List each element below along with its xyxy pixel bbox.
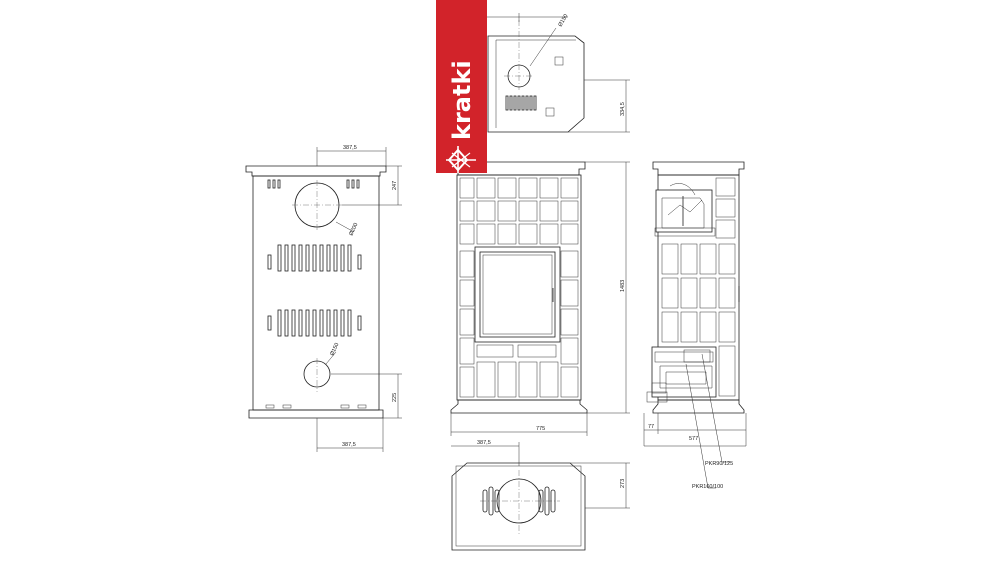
- top-view: Ø150 334,5: [487, 13, 630, 133]
- dim-side-depth: 577: [689, 436, 698, 442]
- kratki-logo-banner: kratki: [436, 0, 487, 173]
- dim-front-width: 775: [536, 426, 545, 432]
- front-view: 1483 775: [450, 161, 630, 436]
- dim-bottom-depth: 273: [620, 479, 626, 488]
- dim-back-top-offset: 247: [392, 181, 398, 190]
- label-adapter-1: PKR90/125: [705, 461, 733, 467]
- back-view: 387,5 247 Ø200 Ø150 225 387,5: [245, 145, 402, 452]
- dim-back-top-width: 387,5: [343, 145, 357, 151]
- dim-back-flue-top: Ø200: [348, 222, 359, 237]
- dim-top-flue: Ø150: [558, 13, 570, 28]
- bottom-view: 387,5 273: [451, 440, 630, 551]
- side-view: PKR90/125 PKR160/100 77 577: [643, 161, 747, 490]
- dim-front-height: 1483: [620, 280, 626, 292]
- dim-top-depth: 334,5: [620, 102, 626, 116]
- dim-side-foot: 77: [648, 424, 654, 430]
- kratki-logo-mark-icon: [446, 146, 476, 173]
- dim-back-flue-low: Ø150: [329, 342, 340, 357]
- dim-back-bottom-offset: 225: [392, 393, 398, 402]
- kratki-logo-text: kratki: [448, 60, 476, 140]
- label-adapter-2: PKR160/100: [692, 484, 723, 490]
- dim-back-bottom-width: 387,5: [342, 442, 356, 448]
- dim-bottom-half: 387,5: [477, 440, 491, 446]
